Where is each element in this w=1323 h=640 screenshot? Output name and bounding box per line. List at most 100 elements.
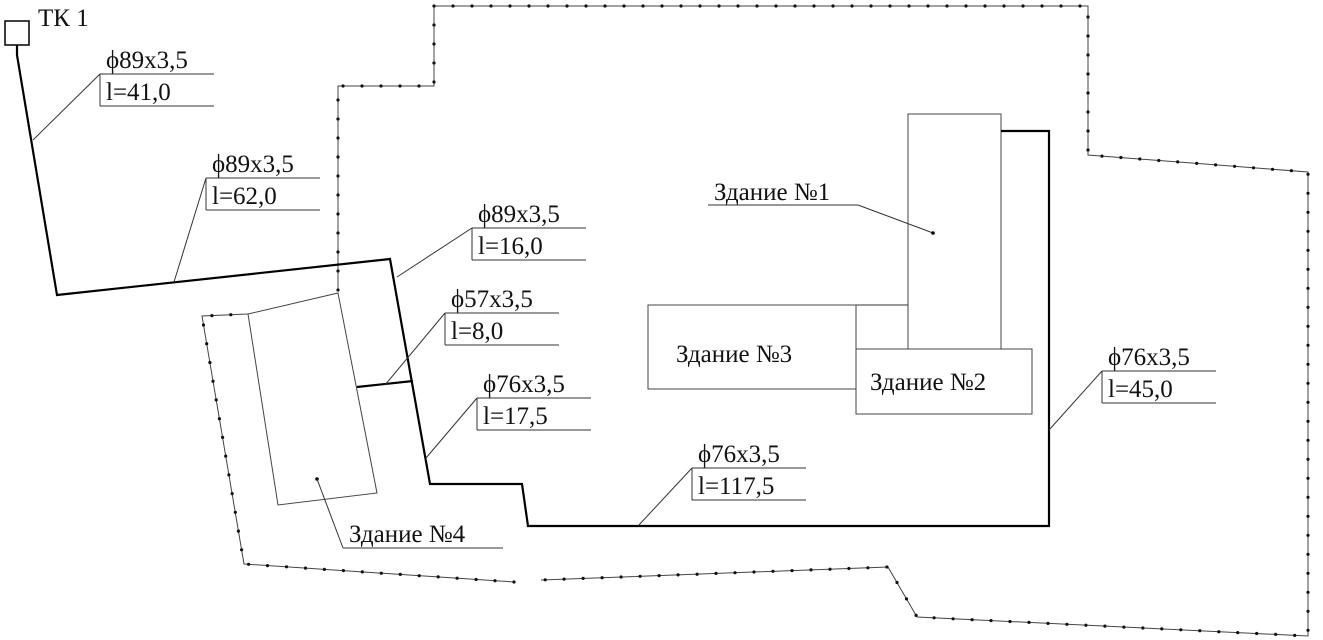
heat-chamber-tk1: ТК 1 [4, 5, 89, 46]
fence-post [379, 571, 383, 575]
fence-post [543, 578, 547, 582]
fence-post [1138, 157, 1142, 161]
fence-post [1306, 362, 1310, 366]
fence-post [470, 4, 474, 8]
fence-post [474, 577, 478, 582]
building-2 [855, 348, 1033, 415]
fence-post [432, 42, 436, 46]
fence-post [1195, 161, 1199, 165]
fence-post [926, 4, 930, 8]
fence-post [224, 454, 228, 458]
fence-post [233, 510, 237, 514]
fence-post [1214, 163, 1218, 167]
fence-post [1086, 110, 1090, 114]
fence-post [398, 84, 402, 88]
fence-post [398, 572, 402, 577]
pipelines [15, 45, 1051, 528]
fence-post [1306, 628, 1310, 632]
fence-post [736, 4, 740, 8]
fence-post [600, 576, 604, 580]
fence-post [322, 567, 326, 572]
fence-post [1306, 590, 1310, 594]
pipe-diameter: ϕ89x3,5 [212, 151, 294, 178]
fence-post [341, 569, 345, 573]
fence-post [336, 250, 340, 254]
fence-post [1021, 4, 1025, 8]
fence-post [622, 4, 626, 8]
fence-post [619, 575, 623, 579]
fence-post [714, 571, 718, 576]
fence-post [1086, 15, 1090, 19]
building-1 [907, 113, 1002, 351]
fence-post [1059, 4, 1063, 8]
fence-post [1255, 631, 1259, 636]
fence-post [229, 313, 233, 317]
fence-post [236, 529, 240, 533]
fence-post [210, 314, 214, 318]
pipe-label-seg3: ϕ89x3,5 l=16,0 [396, 201, 586, 278]
fence-post [698, 4, 702, 8]
fence-post [1289, 169, 1293, 173]
fence-post [565, 4, 569, 8]
fence-post [1176, 160, 1180, 164]
fence-post [1236, 631, 1240, 635]
fence-post [436, 575, 440, 579]
fence-post [866, 566, 870, 570]
fence-post [1306, 267, 1310, 271]
fence-post [230, 492, 234, 496]
fence-post [932, 616, 936, 620]
fence-post [717, 4, 721, 8]
fence-post [1002, 4, 1006, 8]
fence-post [508, 4, 512, 8]
fence-post [493, 579, 497, 583]
fence-post [336, 212, 340, 216]
fence-post [1160, 627, 1164, 631]
fence-post [1306, 419, 1310, 423]
fence-post [1293, 633, 1297, 638]
fence-post [208, 360, 212, 365]
fence-post [1065, 622, 1069, 626]
fence-post [1306, 514, 1310, 518]
fence-post [432, 61, 436, 65]
pipe-diameter: ϕ57x3,5 [451, 286, 533, 313]
fence-post [888, 4, 892, 8]
fence-post [895, 580, 899, 585]
fence-post [970, 618, 974, 622]
fence-post [1306, 324, 1310, 328]
fence-post [336, 155, 340, 159]
chamber-label: ТК 1 [38, 5, 89, 32]
fence-post [812, 4, 816, 8]
pipe-labels: ϕ89x3,5 l=41,0 ϕ89x3,5 l=62,0 ϕ89x3,5 l=… [32, 47, 1216, 527]
fence-post [336, 117, 340, 121]
fence-post [284, 565, 289, 569]
pipe-diameter: ϕ89x3,5 [478, 201, 560, 228]
building-name: Здание №4 [349, 521, 466, 548]
fence-post [989, 619, 993, 623]
fence-post [265, 564, 270, 568]
fence-post [790, 569, 794, 573]
fence-post [1306, 229, 1310, 233]
fence-post [336, 288, 340, 292]
fence-post [1306, 305, 1310, 309]
fence-post [660, 4, 664, 8]
fence-post [562, 577, 566, 581]
fence-post [1306, 609, 1310, 613]
pipeline-main [15, 45, 1051, 528]
fence-post [214, 398, 218, 402]
fence-post [303, 566, 308, 570]
fence-post [676, 573, 680, 577]
building-3 [647, 304, 857, 390]
fence-post [1086, 72, 1090, 76]
fence-post [1270, 167, 1275, 171]
fence-post [1027, 620, 1031, 625]
fence-post [828, 567, 832, 571]
fence-post [1086, 91, 1090, 95]
fence-post [914, 613, 918, 618]
fence-post [221, 435, 225, 439]
fence-post [341, 84, 345, 88]
building-name-2: Здание №2 [870, 369, 986, 396]
fence-post [869, 4, 873, 8]
pipe-length: l=62,0 [212, 183, 277, 210]
fence-post [1086, 148, 1090, 152]
fence-post [205, 342, 209, 346]
